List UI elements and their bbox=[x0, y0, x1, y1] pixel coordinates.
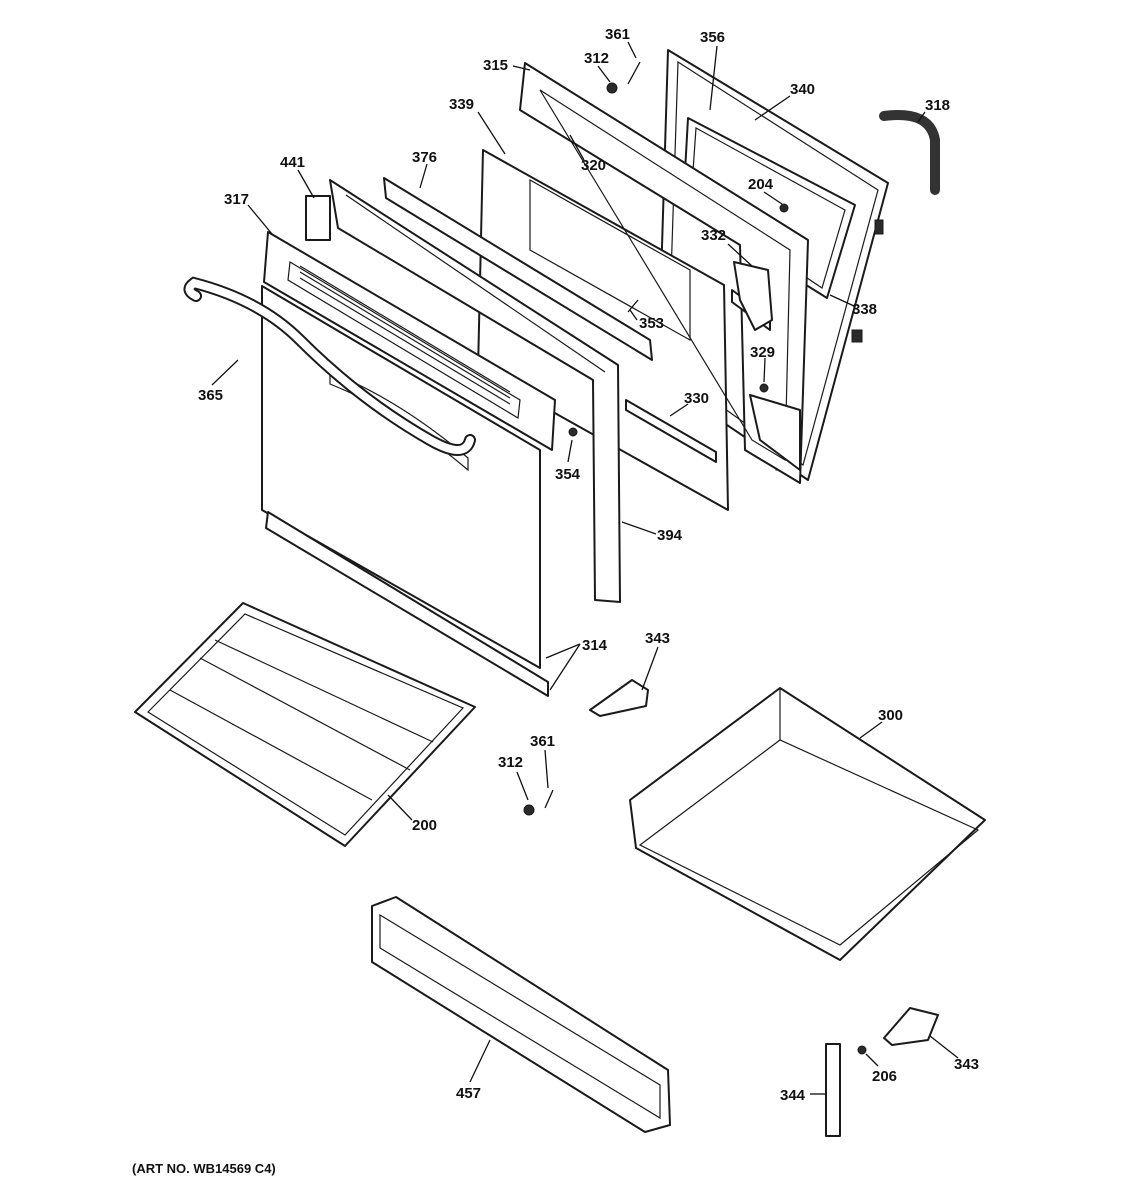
part-label-329: 329 bbox=[750, 344, 775, 361]
part-label-312-top: 312 bbox=[584, 50, 609, 67]
part-label-376: 376 bbox=[412, 149, 437, 166]
part-label-318: 318 bbox=[925, 97, 950, 114]
oven-rack bbox=[134, 602, 476, 847]
part-labels: 361 356 312 315 340 318 339 320 376 441 … bbox=[132, 26, 979, 1176]
part-label-343-top: 343 bbox=[645, 630, 670, 647]
part-label-315: 315 bbox=[483, 57, 508, 74]
part-label-441: 441 bbox=[280, 154, 305, 171]
part-label-340: 340 bbox=[790, 81, 815, 98]
part-label-317: 317 bbox=[224, 191, 249, 208]
part-label-361-top: 361 bbox=[605, 26, 630, 43]
insulation-block bbox=[733, 261, 773, 331]
part-label-361-bottom: 361 bbox=[530, 733, 555, 750]
part-label-204: 204 bbox=[748, 176, 774, 193]
part-label-356: 356 bbox=[700, 29, 725, 46]
door-gasket bbox=[879, 110, 940, 195]
part-label-332: 332 bbox=[701, 227, 726, 244]
part-label-200: 200 bbox=[412, 817, 437, 834]
bottom-door-trim bbox=[265, 511, 549, 697]
part-label-353: 353 bbox=[639, 315, 664, 332]
part-label-457: 457 bbox=[456, 1085, 481, 1102]
part-label-338: 338 bbox=[852, 301, 877, 318]
drawer-roller-bracket bbox=[589, 679, 649, 717]
drawer-rail bbox=[825, 1043, 841, 1137]
part-label-206: 206 bbox=[872, 1068, 897, 1085]
part-label-300: 300 bbox=[878, 707, 903, 724]
part-label-330: 330 bbox=[684, 390, 709, 407]
part-label-339: 339 bbox=[449, 96, 474, 113]
drawer-bracket bbox=[883, 1007, 939, 1046]
door-inner-frame bbox=[329, 179, 621, 603]
part-label-344: 344 bbox=[780, 1087, 806, 1104]
art-number: (ART NO. WB14569 C4) bbox=[132, 1161, 276, 1176]
part-label-343-bottom: 343 bbox=[954, 1056, 979, 1073]
part-label-312-bottom: 312 bbox=[498, 754, 523, 771]
hinge-bracket bbox=[305, 195, 331, 241]
part-label-394: 394 bbox=[657, 527, 683, 544]
part-label-365: 365 bbox=[198, 387, 223, 404]
drawer-front-panel bbox=[371, 896, 671, 1133]
part-label-314: 314 bbox=[582, 637, 608, 654]
part-label-320: 320 bbox=[581, 157, 606, 174]
hardware-fasteners bbox=[523, 61, 867, 1055]
part-label-354: 354 bbox=[555, 466, 581, 483]
leader-lines bbox=[211, 41, 959, 1095]
trim-channel bbox=[383, 177, 653, 361]
storage-drawer bbox=[629, 687, 986, 961]
vent-panel bbox=[263, 231, 556, 451]
